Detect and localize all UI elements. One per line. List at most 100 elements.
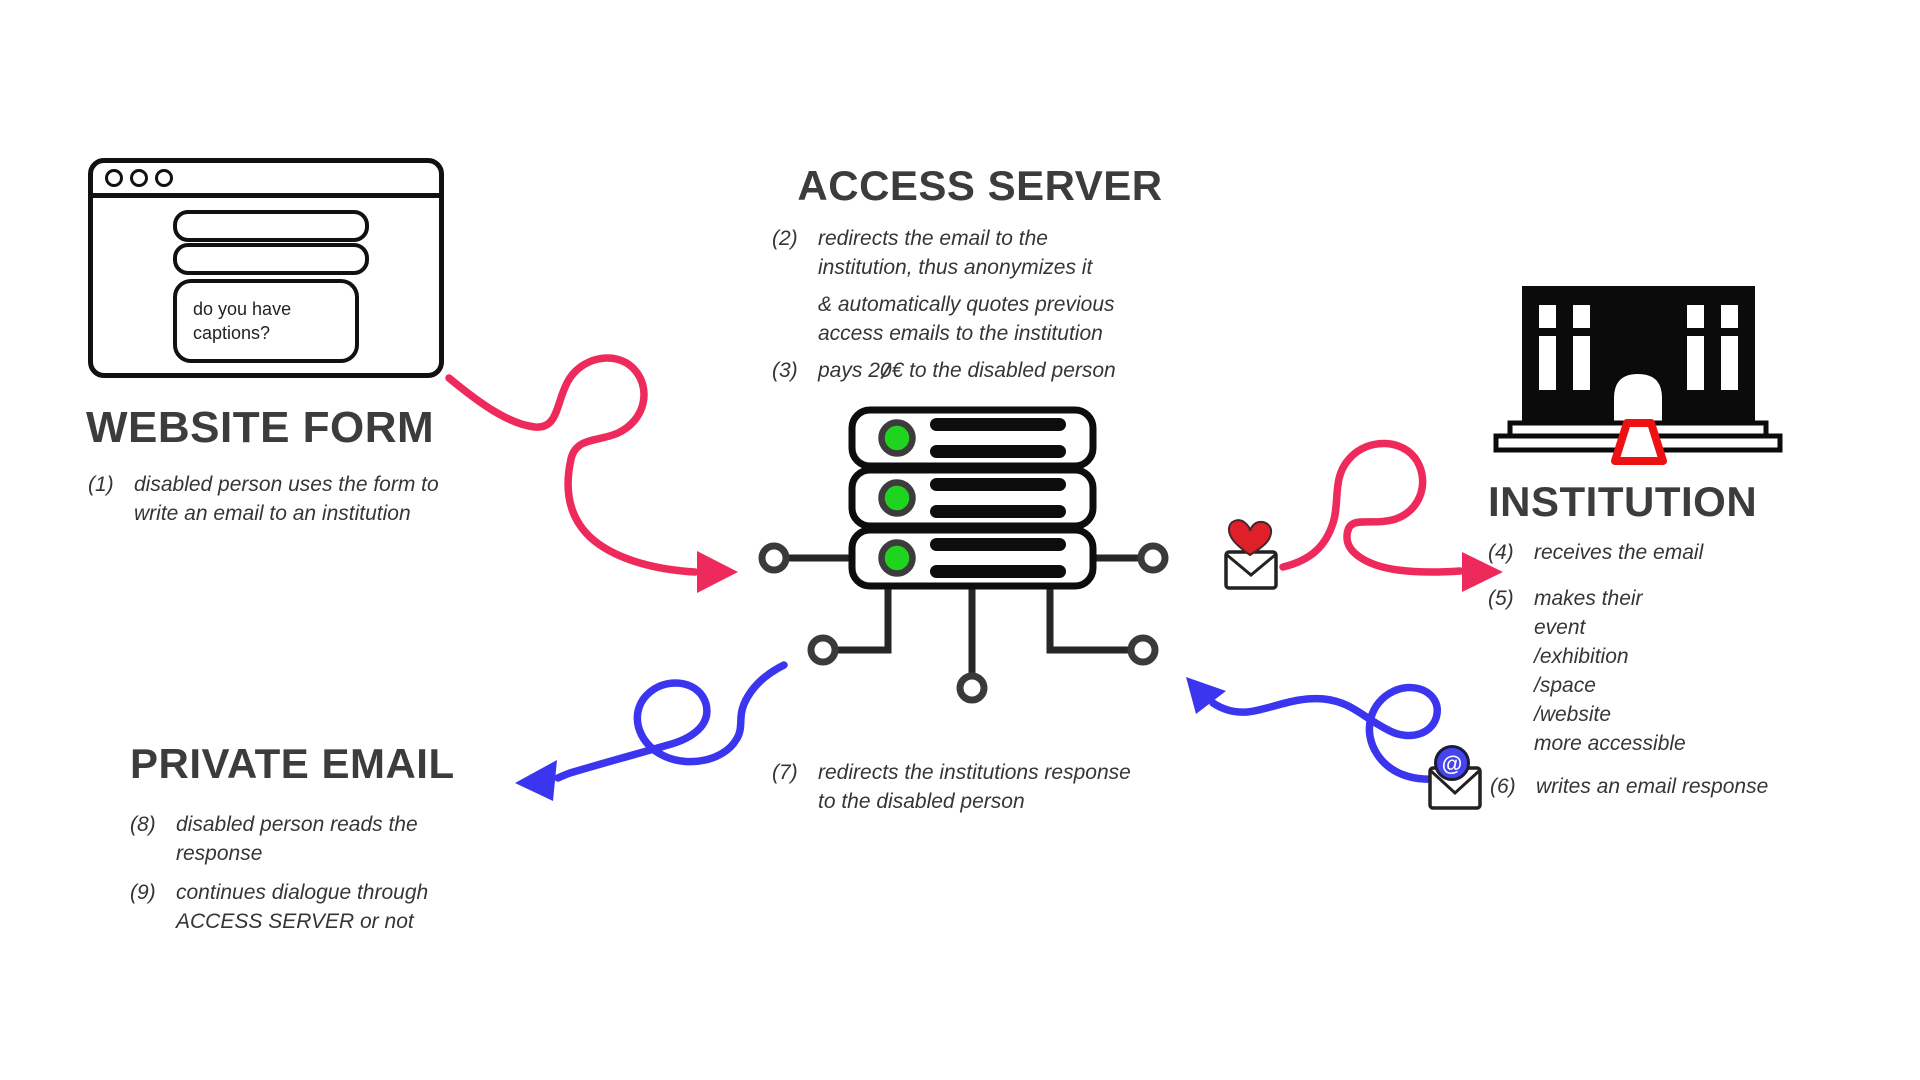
step-line: disabled person uses the form to — [134, 473, 439, 496]
envelope-flap — [1429, 769, 1481, 796]
step-line: /exhibition — [1534, 645, 1629, 668]
step-line: receives the email — [1534, 541, 1704, 564]
step-line: to the disabled person — [818, 790, 1025, 813]
step-line: redirects the institutions response — [818, 761, 1131, 784]
step-line: /space — [1534, 674, 1596, 697]
step-number: (3) — [772, 359, 798, 382]
server-rack-unit — [848, 526, 1097, 590]
step-2-continued: & automatically quotes previous access e… — [772, 290, 1115, 348]
step-1: (1) disabled person uses the form to wri… — [88, 470, 439, 528]
step-line: write an email to an institution — [134, 502, 411, 525]
step-number: (8) — [130, 813, 156, 836]
step-line: access emails to the institution — [818, 322, 1103, 345]
step-line: continues dialogue through — [176, 881, 429, 904]
server-rack-unit — [848, 406, 1097, 470]
building-window — [1721, 336, 1738, 390]
step-number: (9) — [130, 881, 156, 904]
step-number: (1) — [88, 473, 114, 496]
institution-building-icon — [1493, 286, 1783, 465]
step-7: (7) redirects the institutions response … — [772, 758, 1131, 816]
heart-icon — [1227, 519, 1273, 557]
server-node-icon — [1137, 542, 1169, 574]
step-line: pays 20€ to the disabled person — [818, 356, 1116, 385]
browser-titlebar — [93, 163, 439, 198]
server-rack-unit — [848, 466, 1097, 530]
step-line: writes an email response — [1536, 775, 1769, 798]
step-4: (4) receives the email — [1488, 538, 1703, 567]
envelope-at-icon: @ — [1428, 745, 1482, 810]
form-question-box: do you have captions? — [173, 279, 359, 363]
step-number: (2) — [772, 227, 798, 250]
server-stem — [838, 584, 892, 654]
step-line: redirects the email to the — [818, 227, 1048, 250]
arrow-squiggle — [554, 661, 788, 782]
envelope-flap — [1226, 553, 1276, 577]
server-stem — [1046, 584, 1128, 654]
form-field-icon — [173, 210, 369, 242]
at-symbol: @ — [1442, 753, 1462, 776]
server-node-icon — [956, 672, 988, 704]
window-dot-icon — [130, 169, 148, 187]
building-window — [1573, 336, 1590, 390]
server-node-icon — [758, 542, 790, 574]
arrowhead-upleft-icon — [1186, 677, 1226, 714]
step-line: disabled person reads the — [176, 813, 418, 836]
arrow-squiggle — [445, 354, 699, 576]
step-9: (9) continues dialogue through ACCESS SE… — [130, 878, 428, 936]
step-line: event — [1534, 616, 1586, 639]
step-line: institution, thus anonymizes it — [818, 256, 1093, 279]
building-window — [1539, 336, 1556, 390]
step-number: (6) — [1490, 775, 1516, 798]
step-number: (4) — [1488, 541, 1514, 564]
step-line: response — [176, 842, 263, 865]
arrow-squiggle — [1209, 683, 1455, 783]
step-line-part: pays 2 — [818, 359, 880, 382]
step-line: makes their — [1534, 587, 1643, 610]
building-window — [1573, 305, 1590, 328]
server-node-icon — [807, 634, 839, 666]
step-line: more accessible — [1534, 732, 1686, 755]
building-window — [1687, 336, 1704, 390]
step-3: (3) pays 20€ to the disabled person — [772, 356, 1116, 385]
form-question-text: do you have captions? — [193, 299, 292, 343]
building-window — [1687, 305, 1704, 328]
step-number — [772, 290, 818, 348]
step-line: ACCESS SERVER or not — [176, 910, 414, 933]
arrow-squiggle — [1279, 439, 1464, 576]
step-line-part: € to the disabled person — [891, 359, 1116, 382]
arrow-form-to-server-icon — [445, 354, 738, 593]
step-5: (5) makes their event /exhibition /space… — [1488, 584, 1686, 758]
arrowhead-right-icon — [697, 551, 738, 593]
slashed-zero: 0 — [880, 356, 892, 385]
window-dot-icon — [155, 169, 173, 187]
step-8: (8) disabled person reads the response — [130, 810, 418, 868]
arrowhead-left-icon — [515, 760, 557, 801]
step-line: /website — [1534, 703, 1612, 726]
accessibility-ramp-icon — [1611, 419, 1667, 465]
browser-window-icon: do you have captions? — [88, 158, 444, 378]
arrow-server-to-institution-icon — [1279, 439, 1503, 592]
institution-title: INSTITUTION — [1488, 478, 1758, 525]
step-line: & automatically quotes previous — [818, 293, 1115, 316]
arrow-institution-to-server-icon — [1186, 677, 1455, 783]
step-number: (5) — [1488, 587, 1514, 610]
step-6: (6) writes an email response — [1490, 772, 1768, 801]
website-form-title: WEBSITE FORM — [86, 403, 435, 452]
at-badge-icon — [1434, 745, 1470, 781]
arrow-server-to-private-email-icon — [515, 661, 788, 801]
private-email-title: PRIVATE EMAIL — [130, 740, 455, 787]
arrowhead-right-icon — [1462, 552, 1503, 592]
form-field-icon — [173, 243, 369, 275]
server-led-icon — [878, 539, 916, 577]
window-dot-icon — [105, 169, 123, 187]
envelope-body — [1224, 550, 1278, 590]
access-server-title: ACCESS SERVER — [797, 162, 1163, 209]
building-door — [1614, 374, 1662, 423]
step-number: (7) — [772, 761, 798, 784]
building-window — [1539, 305, 1556, 328]
building-window — [1721, 305, 1738, 328]
server-icon — [758, 406, 1169, 704]
server-led-icon — [878, 479, 916, 517]
